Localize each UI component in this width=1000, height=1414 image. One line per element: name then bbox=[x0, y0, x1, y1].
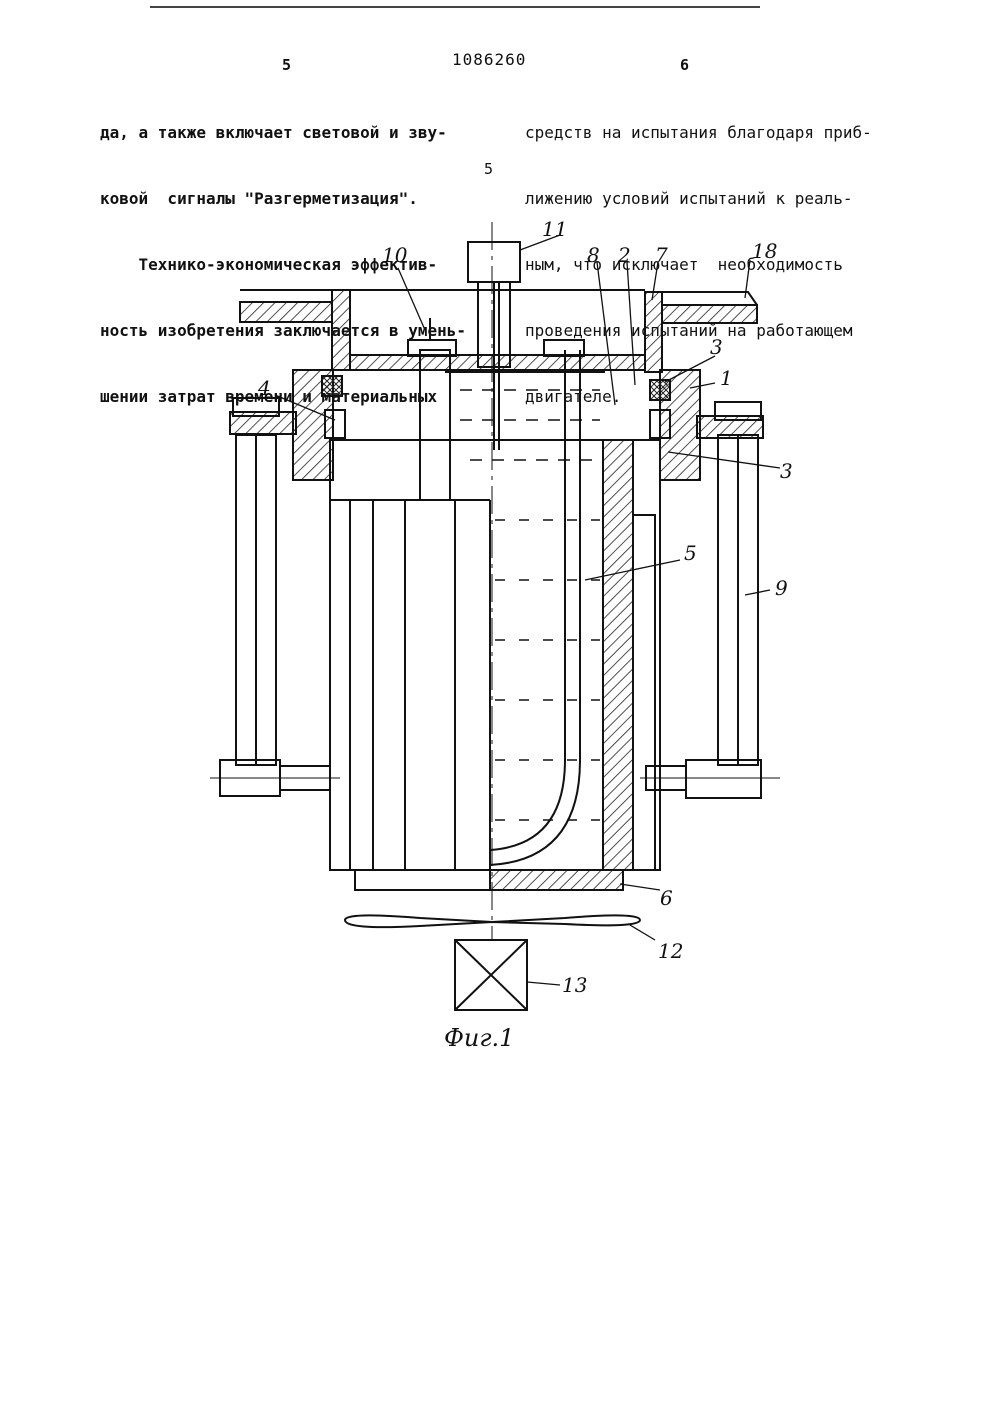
seal-left bbox=[322, 376, 342, 396]
cap-wall-right bbox=[645, 292, 662, 372]
outer-sleeve bbox=[633, 515, 655, 870]
label-3b: 3 bbox=[780, 459, 793, 483]
label-11: 11 bbox=[542, 217, 567, 241]
seal-right bbox=[650, 380, 670, 400]
label-8: 8 bbox=[587, 243, 600, 267]
bent-tube-inner bbox=[490, 350, 580, 865]
inner-wall bbox=[603, 440, 633, 870]
bent-tube-outer bbox=[490, 350, 565, 850]
label-5: 5 bbox=[684, 541, 697, 565]
top-flange-right bbox=[662, 305, 757, 323]
label-7: 7 bbox=[655, 243, 668, 267]
label-10: 10 bbox=[382, 243, 408, 267]
figure-caption: Фиг.1 bbox=[444, 1024, 514, 1052]
label-9: 9 bbox=[775, 576, 788, 600]
label-12: 12 bbox=[658, 939, 683, 963]
label-6: 6 bbox=[660, 886, 673, 910]
label-2: 2 bbox=[617, 243, 631, 267]
top-flange-left bbox=[240, 302, 332, 322]
probe-head bbox=[468, 242, 520, 282]
label-4: 4 bbox=[257, 376, 271, 400]
label-18: 18 bbox=[752, 239, 777, 263]
label-13: 13 bbox=[562, 973, 587, 997]
label-1: 1 bbox=[720, 366, 733, 390]
rod-nut bbox=[408, 340, 456, 356]
label-3a: 3 bbox=[710, 335, 723, 359]
cap-wall-left bbox=[332, 290, 350, 370]
